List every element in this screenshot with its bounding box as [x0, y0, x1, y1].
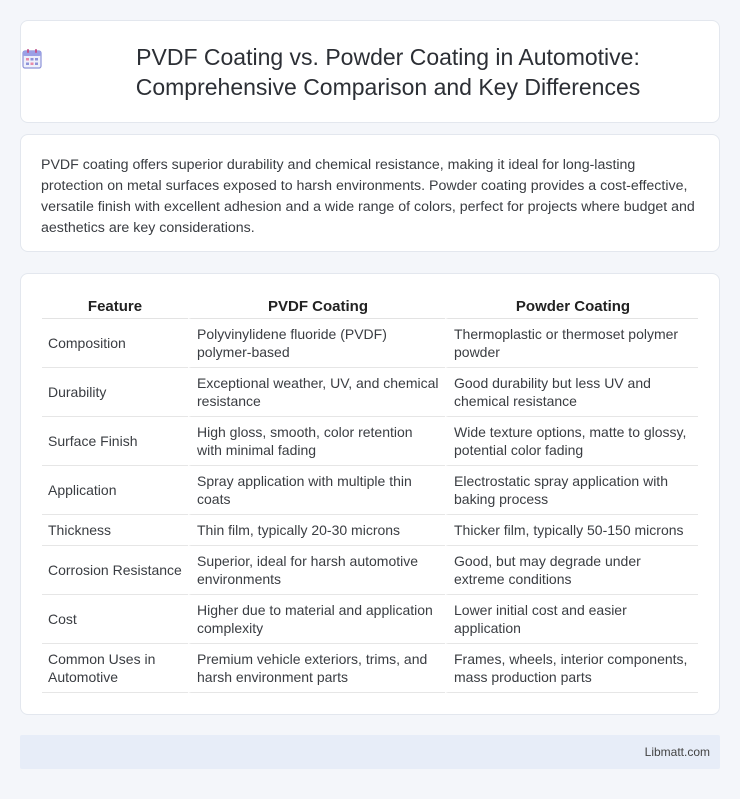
header-pvdf: PVDF Coating	[188, 294, 445, 319]
table-row: Surface Finish High gloss, smooth, color…	[42, 417, 698, 466]
pvdf-cell: Polyvinylidene fluoride (PVDF) polymer-b…	[188, 319, 445, 368]
footer-brand-link[interactable]: Libmatt.com	[644, 745, 710, 759]
title-card: PVDF Coating vs. Powder Coating in Autom…	[20, 20, 720, 123]
feature-cell: Application	[42, 466, 188, 515]
powder-cell: Lower initial cost and easier applicatio…	[445, 595, 698, 644]
header-feature: Feature	[42, 294, 188, 319]
pvdf-cell: Premium vehicle exteriors, trims, and ha…	[188, 644, 445, 693]
pvdf-cell: Exceptional weather, UV, and chemical re…	[188, 368, 445, 417]
feature-cell: Composition	[42, 319, 188, 368]
table-row: Corrosion Resistance Superior, ideal for…	[42, 546, 698, 595]
feature-cell: Common Uses in Automotive	[42, 644, 188, 693]
table-row: Application Spray application with multi…	[42, 466, 698, 515]
page-title: PVDF Coating vs. Powder Coating in Autom…	[135, 43, 641, 100]
feature-cell: Durability	[42, 368, 188, 417]
title-wrap: PVDF Coating vs. Powder Coating in Autom…	[21, 42, 719, 102]
powder-cell: Thermoplastic or thermoset polymer powde…	[445, 319, 698, 368]
pvdf-cell: Thin film, typically 20-30 microns	[188, 515, 445, 546]
comparison-card: Feature PVDF Coating Powder Coating Comp…	[20, 273, 720, 715]
powder-cell: Electrostatic spray application with bak…	[445, 466, 698, 515]
comparison-table: Feature PVDF Coating Powder Coating Comp…	[42, 294, 698, 693]
powder-cell: Thicker film, typically 50-150 microns	[445, 515, 698, 546]
table-row: Thickness Thin film, typically 20-30 mic…	[42, 515, 698, 546]
footer: Libmatt.com	[20, 735, 720, 769]
table-row: Cost Higher due to material and applicat…	[42, 595, 698, 644]
powder-cell: Good, but may degrade under extreme cond…	[445, 546, 698, 595]
pvdf-cell: Spray application with multiple thin coa…	[188, 466, 445, 515]
header-powder: Powder Coating	[445, 294, 698, 319]
feature-cell: Thickness	[42, 515, 188, 546]
powder-cell: Good durability but less UV and chemical…	[445, 368, 698, 417]
feature-cell: Corrosion Resistance	[42, 546, 188, 595]
pvdf-cell: High gloss, smooth, color retention with…	[188, 417, 445, 466]
powder-cell: Wide texture options, matte to glossy, p…	[445, 417, 698, 466]
summary-card: PVDF coating offers superior durability …	[20, 134, 720, 252]
pvdf-cell: Higher due to material and application c…	[188, 595, 445, 644]
feature-cell: Surface Finish	[42, 417, 188, 466]
summary-text: PVDF coating offers superior durability …	[41, 157, 695, 236]
pvdf-cell: Superior, ideal for harsh automotive env…	[188, 546, 445, 595]
table-row: Common Uses in Automotive Premium vehicl…	[42, 644, 698, 693]
table-header-row: Feature PVDF Coating Powder Coating	[42, 294, 698, 319]
powder-cell: Frames, wheels, interior components, mas…	[445, 644, 698, 693]
table-row: Durability Exceptional weather, UV, and …	[42, 368, 698, 417]
table-row: Composition Polyvinylidene fluoride (PVD…	[42, 319, 698, 368]
calendar-icon	[22, 48, 42, 69]
feature-cell: Cost	[42, 595, 188, 644]
